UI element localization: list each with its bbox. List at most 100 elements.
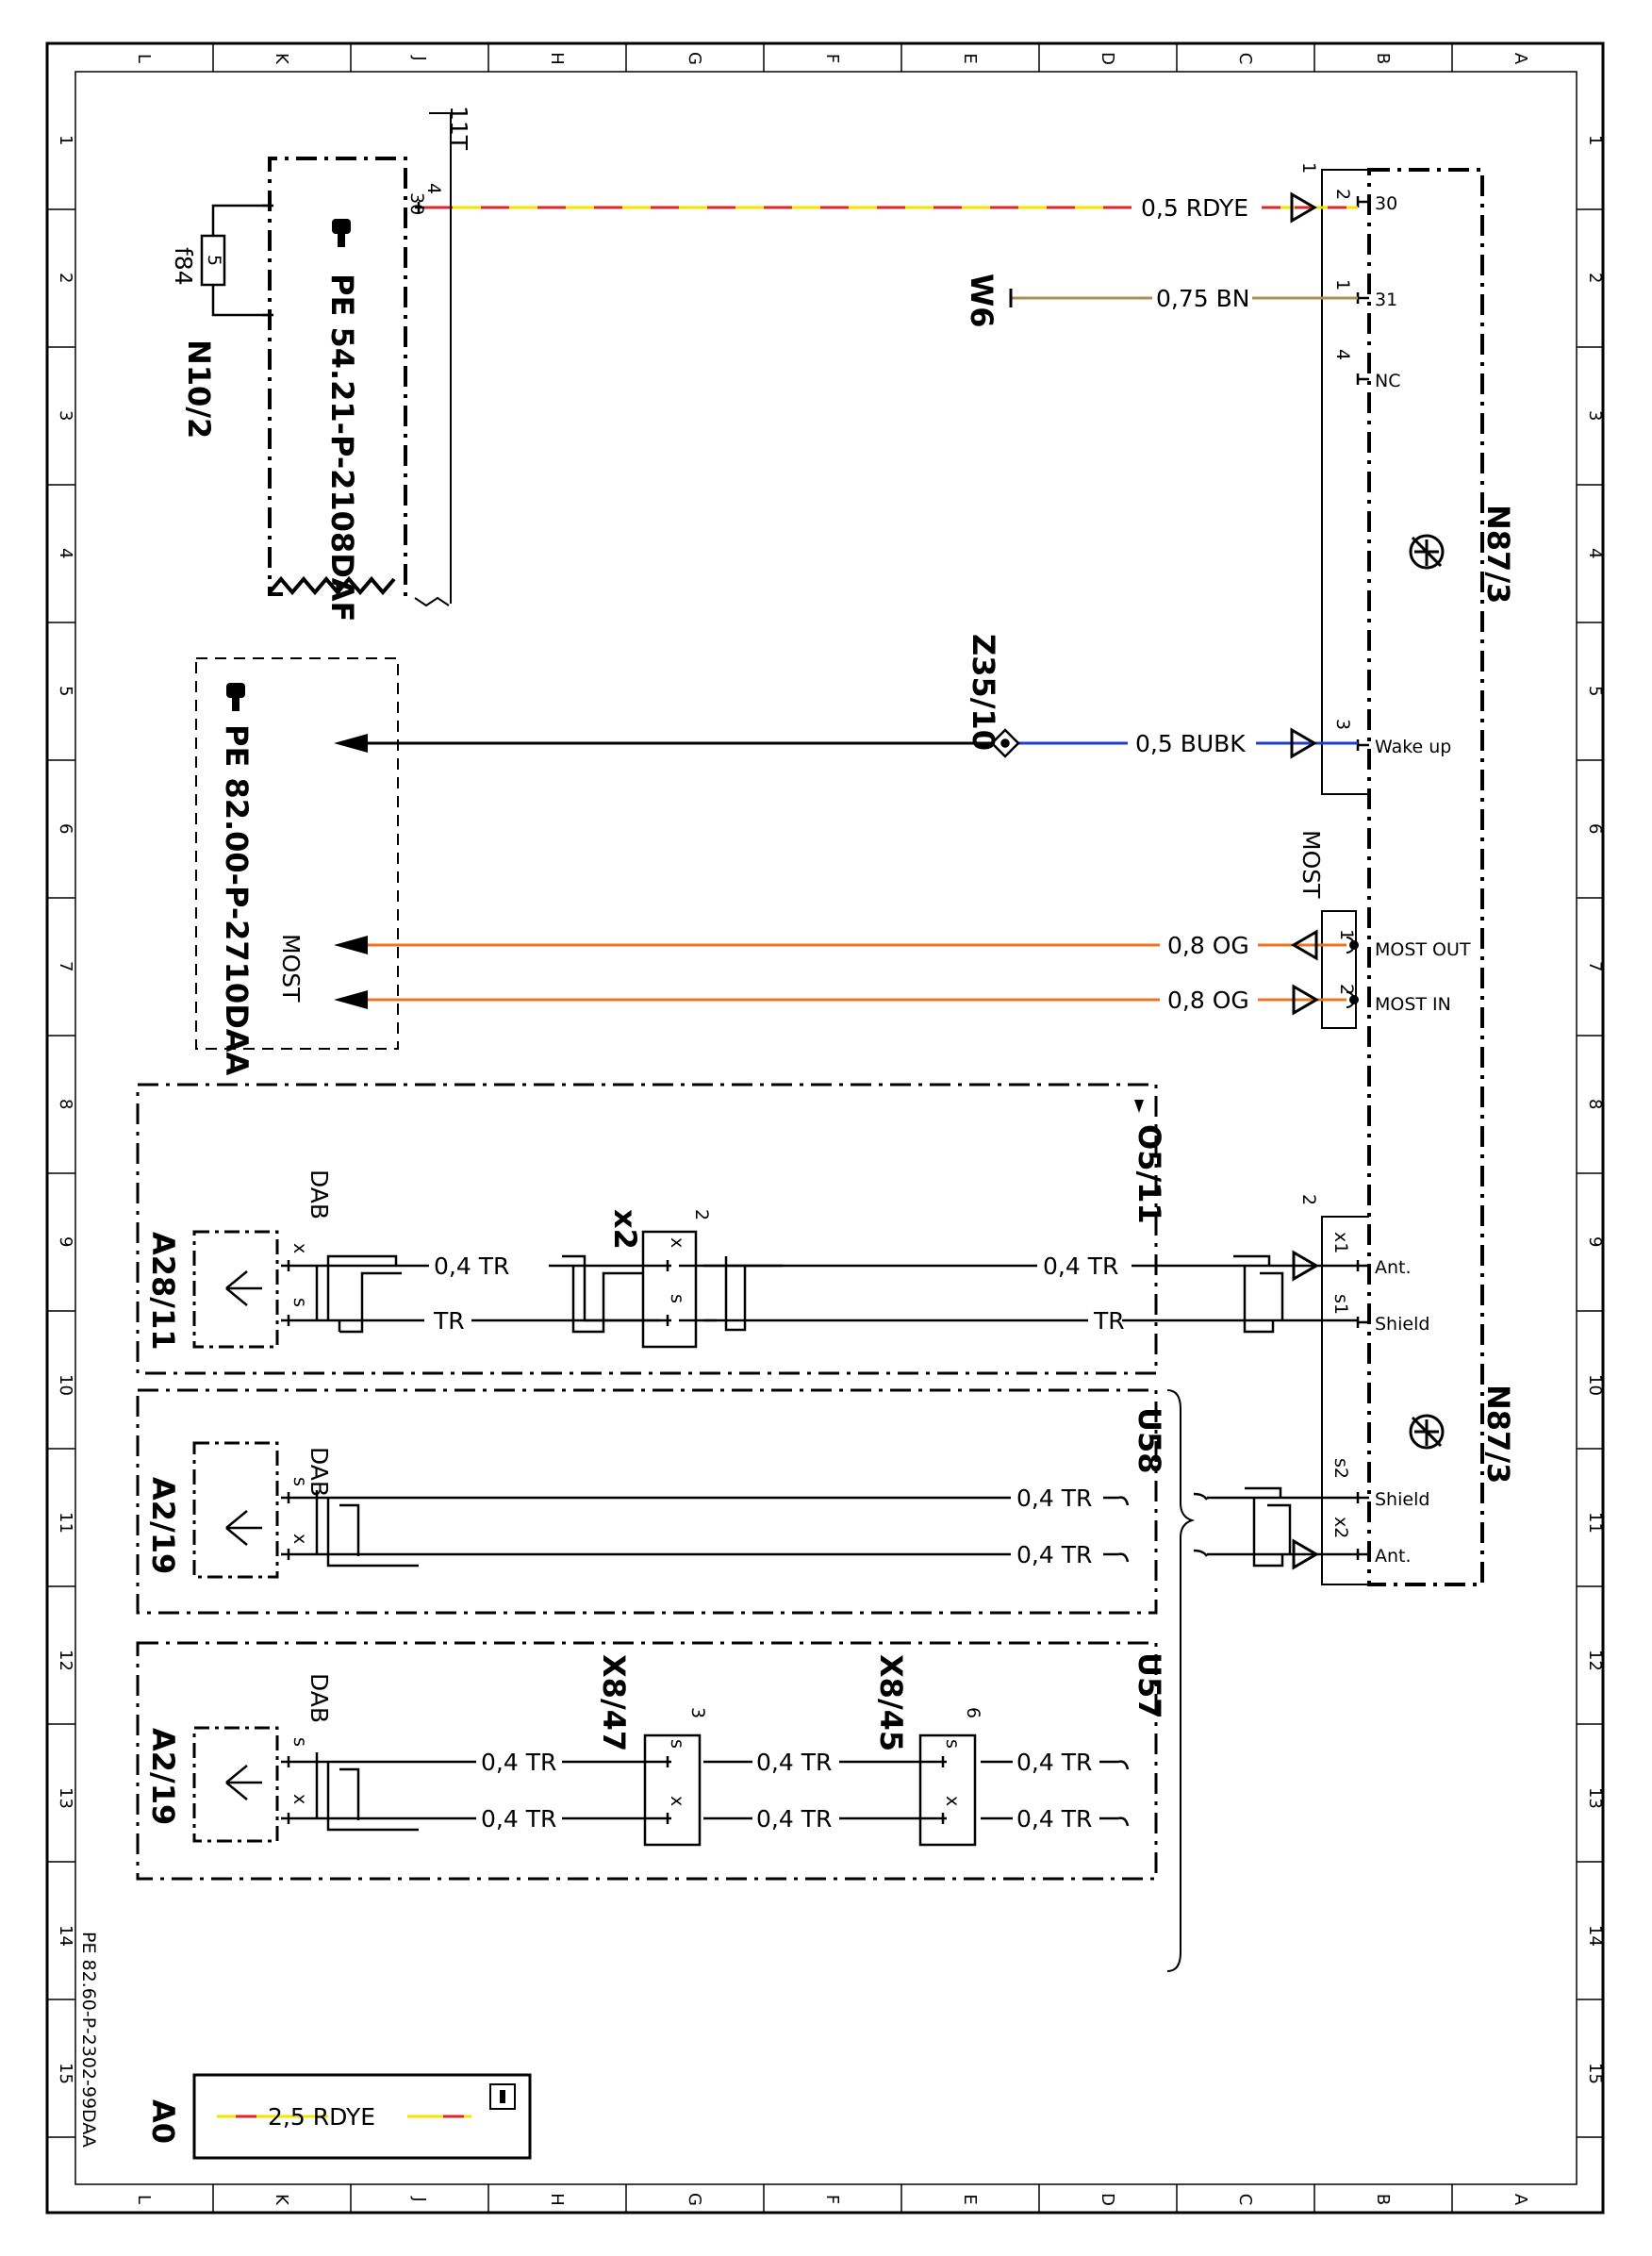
legend-box	[192, 2073, 532, 2160]
pin-30-label: 30	[1375, 193, 1397, 214]
grid-row-5-right: 5	[1585, 686, 1605, 696]
pin-most-in-label: MOST IN	[1375, 994, 1451, 1015]
most-box-label: MOST	[277, 934, 305, 1003]
grid-row-6: 6	[56, 823, 75, 834]
wire-label-u57-a1: 0,4 TR	[481, 1749, 556, 1776]
label-11t: 11T	[445, 106, 472, 151]
antenna-a2-19-mid	[192, 1441, 279, 1579]
grid-col-e: E	[960, 53, 980, 63]
wire-label-u57-b2: 0,4 TR	[756, 1805, 832, 1833]
o5-11-section-box	[136, 1083, 1158, 1375]
wire-label-u57-b1: 0,4 TR	[481, 1805, 556, 1833]
pin-wake-up-label: Wake up	[1375, 737, 1451, 757]
grid-ticks	[47, 43, 1603, 2213]
fuse-f84	[200, 204, 273, 317]
bracket-11t	[414, 112, 452, 607]
wire-ant-a28-right	[679, 1254, 1358, 1334]
pointing-hand-icon	[226, 683, 245, 711]
shielded-cable-u57	[281, 1752, 1130, 1832]
x8-47-label: X8/47	[596, 1654, 632, 1751]
grid-row-5: 5	[56, 686, 75, 696]
wire-label-most-in: 0,8 OG	[1167, 987, 1249, 1014]
grid-col-k: K	[272, 53, 291, 65]
grid-row-3-right: 3	[1585, 410, 1605, 421]
reference-pe-82: PE 82.00-P-2710DAA	[219, 724, 255, 1076]
x8-47-pin-x: x	[667, 1796, 687, 1806]
grid-row-6-right: 6	[1585, 823, 1605, 834]
a28-11-pin-s: s	[289, 1298, 310, 1307]
grid-col-c-bottom: C	[1235, 2194, 1255, 2206]
grid-row-7: 7	[56, 961, 75, 971]
grid-col-h-bottom: H	[547, 2193, 567, 2206]
antenna-icon	[225, 1270, 262, 1306]
grid-row-14-right: 14	[1585, 1925, 1605, 1947]
grid-row-8: 8	[56, 1099, 75, 1109]
x2-pin-s: s	[667, 1294, 687, 1303]
wire-label-30-rdye: 0,5 RDYE	[1141, 194, 1248, 222]
pin-s1-label: s1	[1330, 1294, 1351, 1315]
pe-82-reference-box	[195, 657, 399, 1050]
wire-most-out	[334, 936, 1346, 954]
reference-arrow	[1134, 1100, 1144, 1113]
x8-47-pin-s: s	[667, 1739, 687, 1749]
wire-label-wake-bubk: 0,5 BUBK	[1135, 730, 1246, 757]
pin-s2-label: s2	[1330, 1458, 1351, 1479]
a2-19-mid-pin-s: s	[289, 1477, 310, 1486]
signal-direction-arrow	[1290, 727, 1317, 759]
grid-letters-bottom: L K J H G F E D C B A	[134, 2193, 1530, 2206]
dab-label-3: DAB	[306, 1673, 333, 1723]
grid-col-j-bottom: J	[409, 2196, 429, 2201]
pin-number-2: 2	[1332, 189, 1353, 200]
grid-row-1-right: 1	[1585, 135, 1605, 145]
grid-row-9-right: 9	[1585, 1236, 1605, 1247]
pin-nc-label: NC	[1375, 371, 1400, 391]
n87-3-label-bottom: N87/3	[1480, 1385, 1516, 1484]
connector-1-number: 1	[1298, 162, 1319, 174]
pin-most-out-label: MOST OUT	[1375, 939, 1471, 960]
frame	[45, 41, 1605, 2215]
n10-pin-4: 4	[423, 183, 444, 194]
grid-row-4-right: 4	[1585, 548, 1605, 558]
pointing-hand-icon	[332, 219, 351, 247]
grid-col-b: B	[1373, 53, 1393, 64]
n87-3-label-top: N87/3	[1480, 505, 1516, 604]
grid-letters-top: L K J H G F E D C B A	[134, 52, 1530, 65]
u57-section-box	[136, 1641, 1158, 1881]
most-pin-number-1: 1	[1336, 929, 1357, 940]
wire-most-in	[334, 990, 1346, 1009]
grid-row-2-right: 2	[1585, 273, 1605, 283]
grid-col-d: D	[1098, 52, 1117, 65]
pin-x2-label: x2	[1330, 1517, 1351, 1538]
u57-label: U57	[1132, 1652, 1167, 1719]
signal-direction-arrow	[1291, 929, 1318, 961]
wire-label-ant-right: 0,4 TR	[1043, 1252, 1118, 1280]
signal-direction-arrow	[1292, 1250, 1319, 1282]
n10-pin-mark	[415, 202, 424, 213]
grid-col-a-bottom: A	[1511, 2194, 1530, 2206]
grid-row-15-right: 15	[1585, 2063, 1605, 2084]
pin-31-label: 31	[1375, 290, 1397, 310]
fuse-value: 5	[204, 255, 224, 266]
connector-z35-10	[990, 728, 1020, 758]
pin-number-4: 4	[1332, 349, 1353, 360]
pin-number-3: 3	[1332, 719, 1353, 730]
document-id: PE 82.60-P-2302-99DAA	[78, 1932, 99, 2148]
grid-row-9: 9	[56, 1236, 75, 1247]
grid-row-14: 14	[56, 1925, 75, 1947]
x8-47-number: 3	[687, 1707, 708, 1718]
grid-row-4: 4	[56, 548, 75, 558]
x2-connector-number: 2	[691, 1209, 712, 1220]
u58-label: U58	[1132, 1407, 1167, 1474]
pin-number-1: 1	[1332, 279, 1353, 290]
wire-label-u58-ant: 0,4 TR	[1016, 1541, 1092, 1568]
signal-direction-arrow	[1292, 984, 1319, 1016]
pin-ant2-label: Ant.	[1375, 1546, 1412, 1567]
grid-numbers-right: 1 2 3 4 5 6 7 8 9 10 11 12 13 14 15	[1585, 135, 1605, 2084]
a2-19-mid-pin-x: x	[289, 1534, 310, 1544]
a2-19-low-label: A2/19	[145, 1728, 181, 1825]
most-connector	[1321, 910, 1359, 1029]
info-icon	[489, 2083, 516, 2110]
a0-label: A0	[145, 2099, 181, 2144]
grid-col-h: H	[547, 52, 567, 65]
